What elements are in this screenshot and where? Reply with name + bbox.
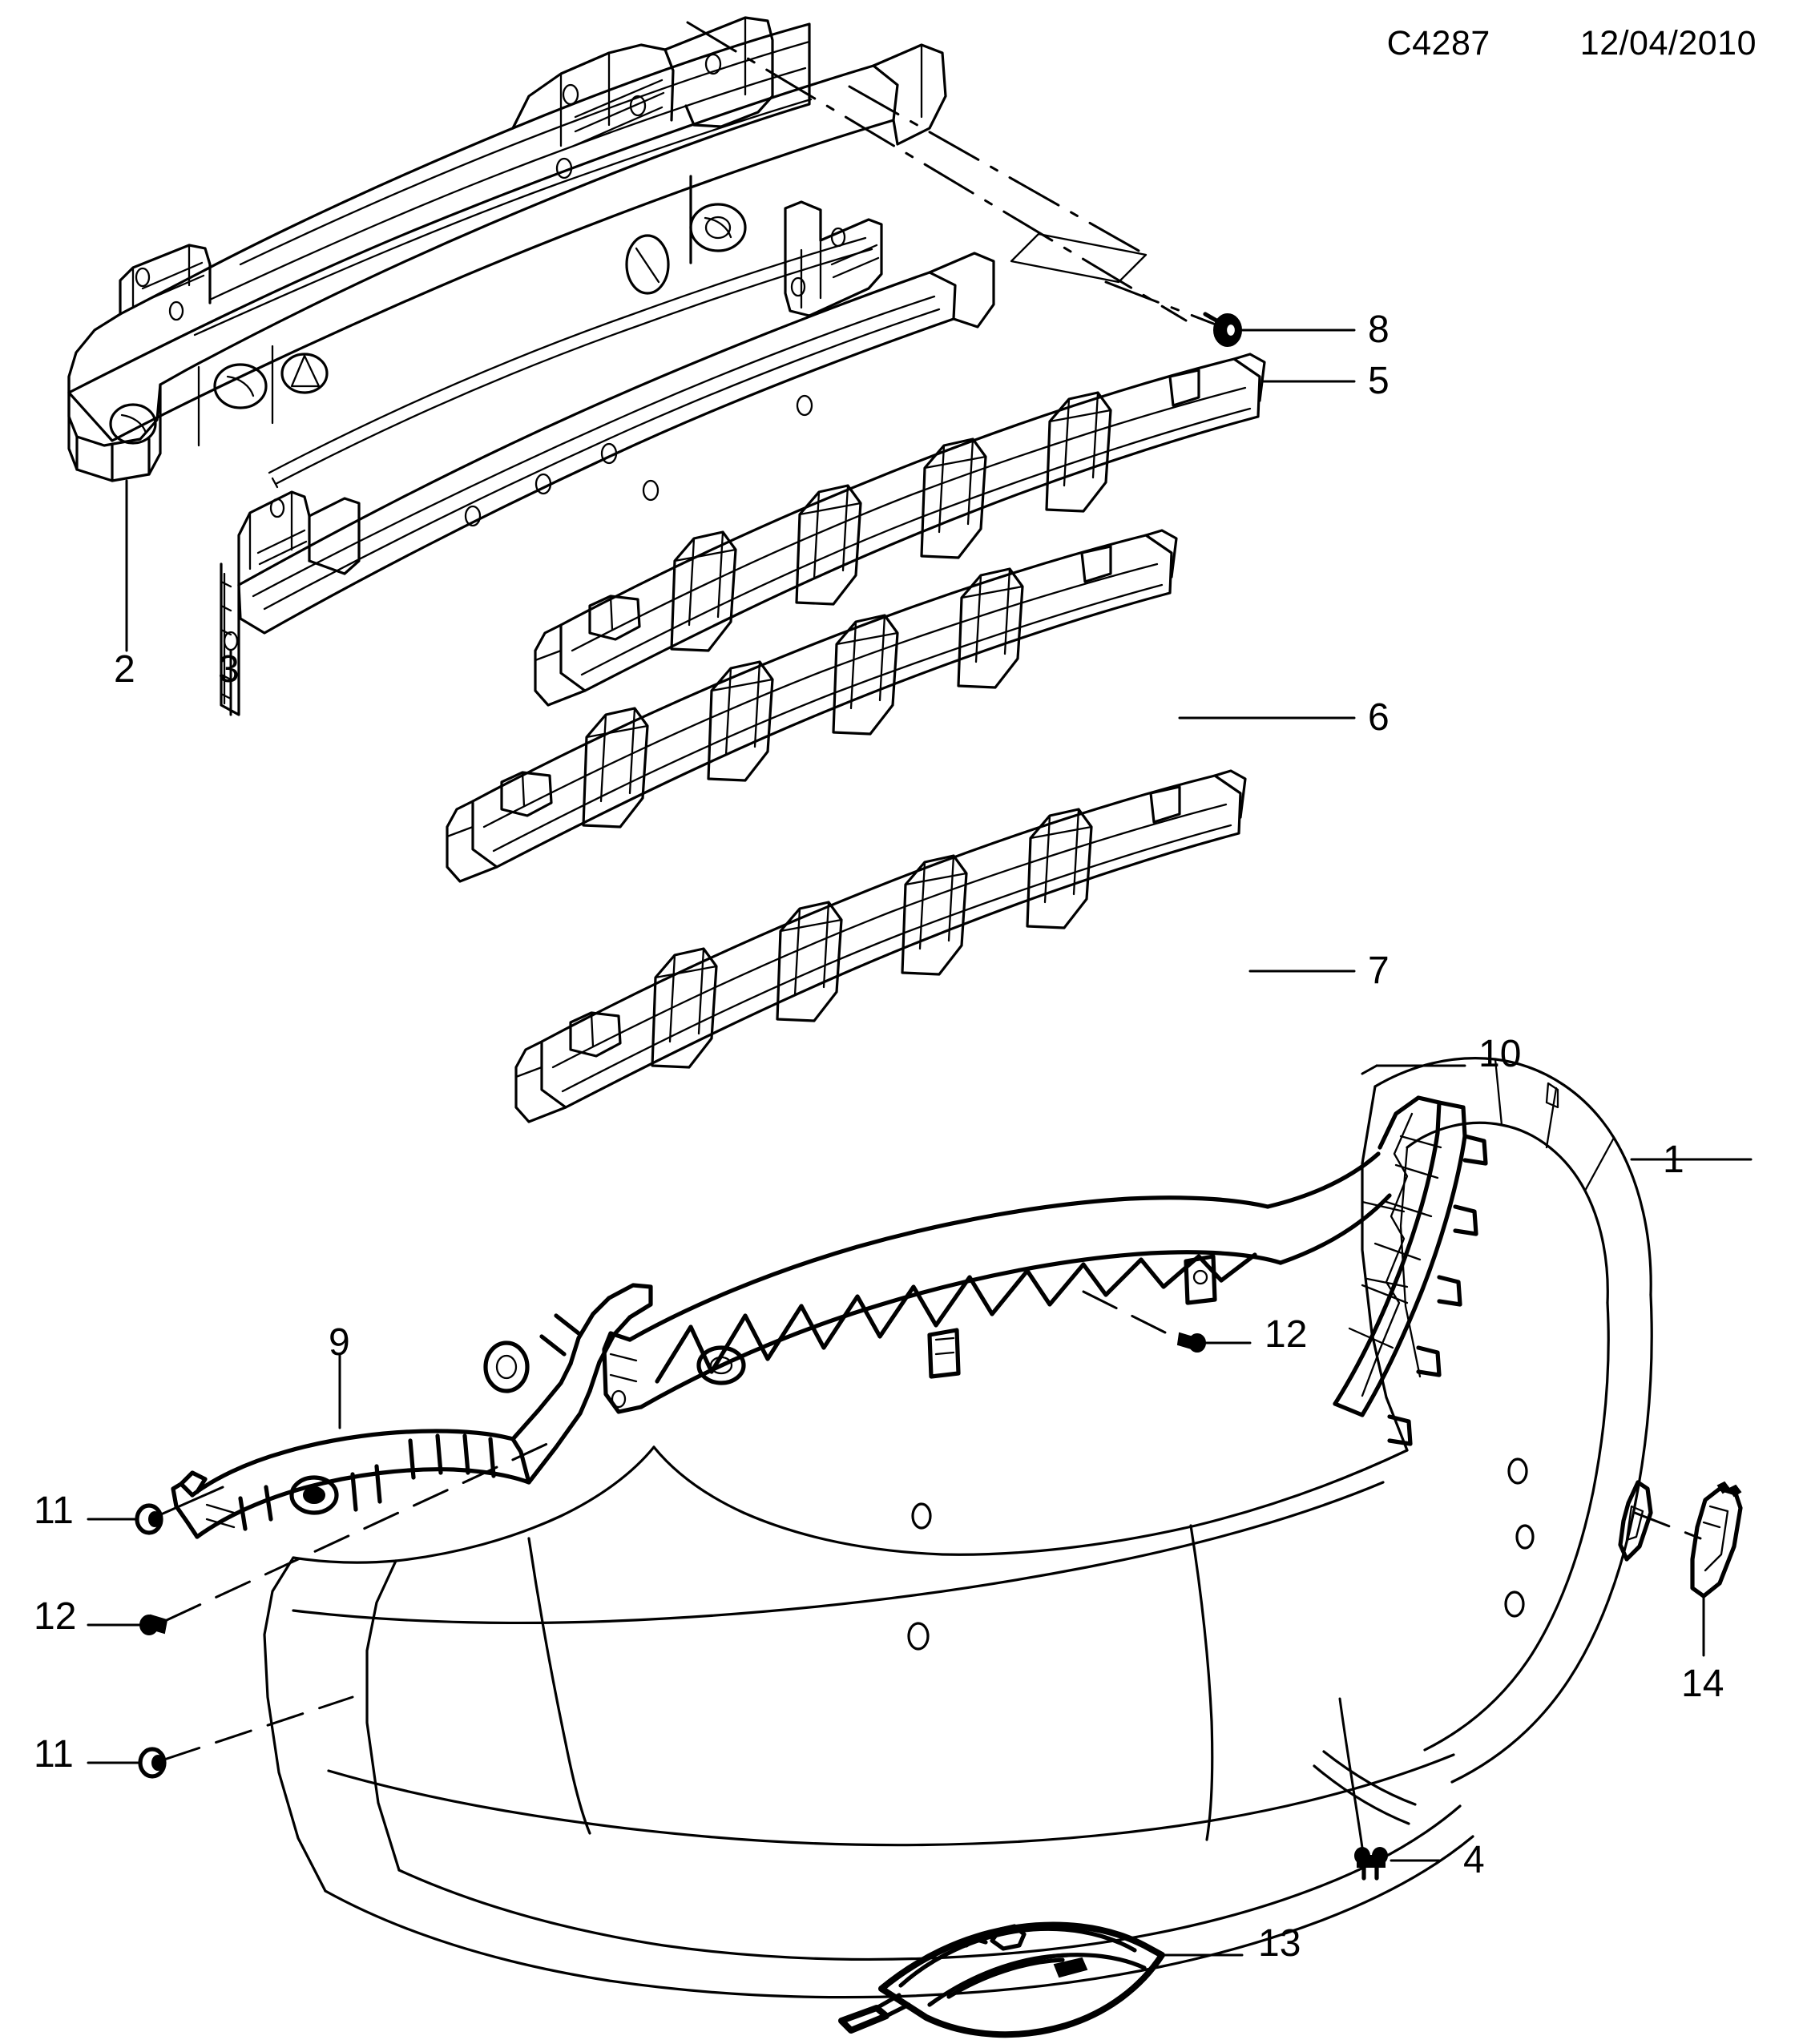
part-upper-support-bracket (602, 1151, 1392, 1414)
part-screw-12-left (87, 1436, 563, 1635)
part-license-plate-lamp (838, 1921, 1244, 2038)
callout-8: 8 (1368, 308, 1390, 351)
part-impact-bar (67, 16, 995, 716)
callout-5: 5 (1368, 360, 1390, 402)
part-energy-absorber-lower (514, 769, 1247, 1123)
leader-12b (1082, 1290, 1252, 1353)
callout-12-left: 12 (34, 1595, 77, 1638)
callout-12-right: 12 (1265, 1313, 1308, 1356)
part-fascia-guide-left (171, 1283, 653, 1539)
callout-13: 13 (1258, 1922, 1301, 1965)
callout-10: 10 (1478, 1033, 1522, 1075)
callout-11-lower: 11 (34, 1733, 74, 1776)
drawing-code: C4287 (1386, 24, 1490, 62)
part-rear-bumper-fascia (263, 1057, 1653, 1999)
part-impact-bar-nut (686, 21, 1242, 347)
callout-11-upper: 11 (34, 1490, 74, 1532)
callout-6: 6 (1368, 696, 1390, 739)
part-tow-eye-cover (1633, 1481, 1743, 1657)
callout-14: 14 (1681, 1663, 1724, 1705)
part-fascia-guide-right (1333, 1095, 1488, 1446)
sheet-header: C4287 12/04/2010 (0, 22, 1803, 79)
callout-7: 7 (1368, 949, 1390, 992)
part-retainer-4 (1338, 1697, 1441, 1881)
part-retainer-11-upper (87, 1486, 224, 1535)
part-retainer-11-lower (87, 1695, 354, 1779)
drawing-date: 12/04/2010 (1579, 24, 1757, 62)
callout-4: 4 (1463, 1839, 1485, 1881)
part-energy-absorber-middle (446, 529, 1178, 883)
callout-9: 9 (329, 1321, 350, 1364)
callout-3: 3 (218, 648, 240, 691)
callout-2: 2 (114, 648, 135, 691)
part-energy-absorber-upper (534, 353, 1266, 707)
callout-1: 1 (1663, 1139, 1684, 1181)
